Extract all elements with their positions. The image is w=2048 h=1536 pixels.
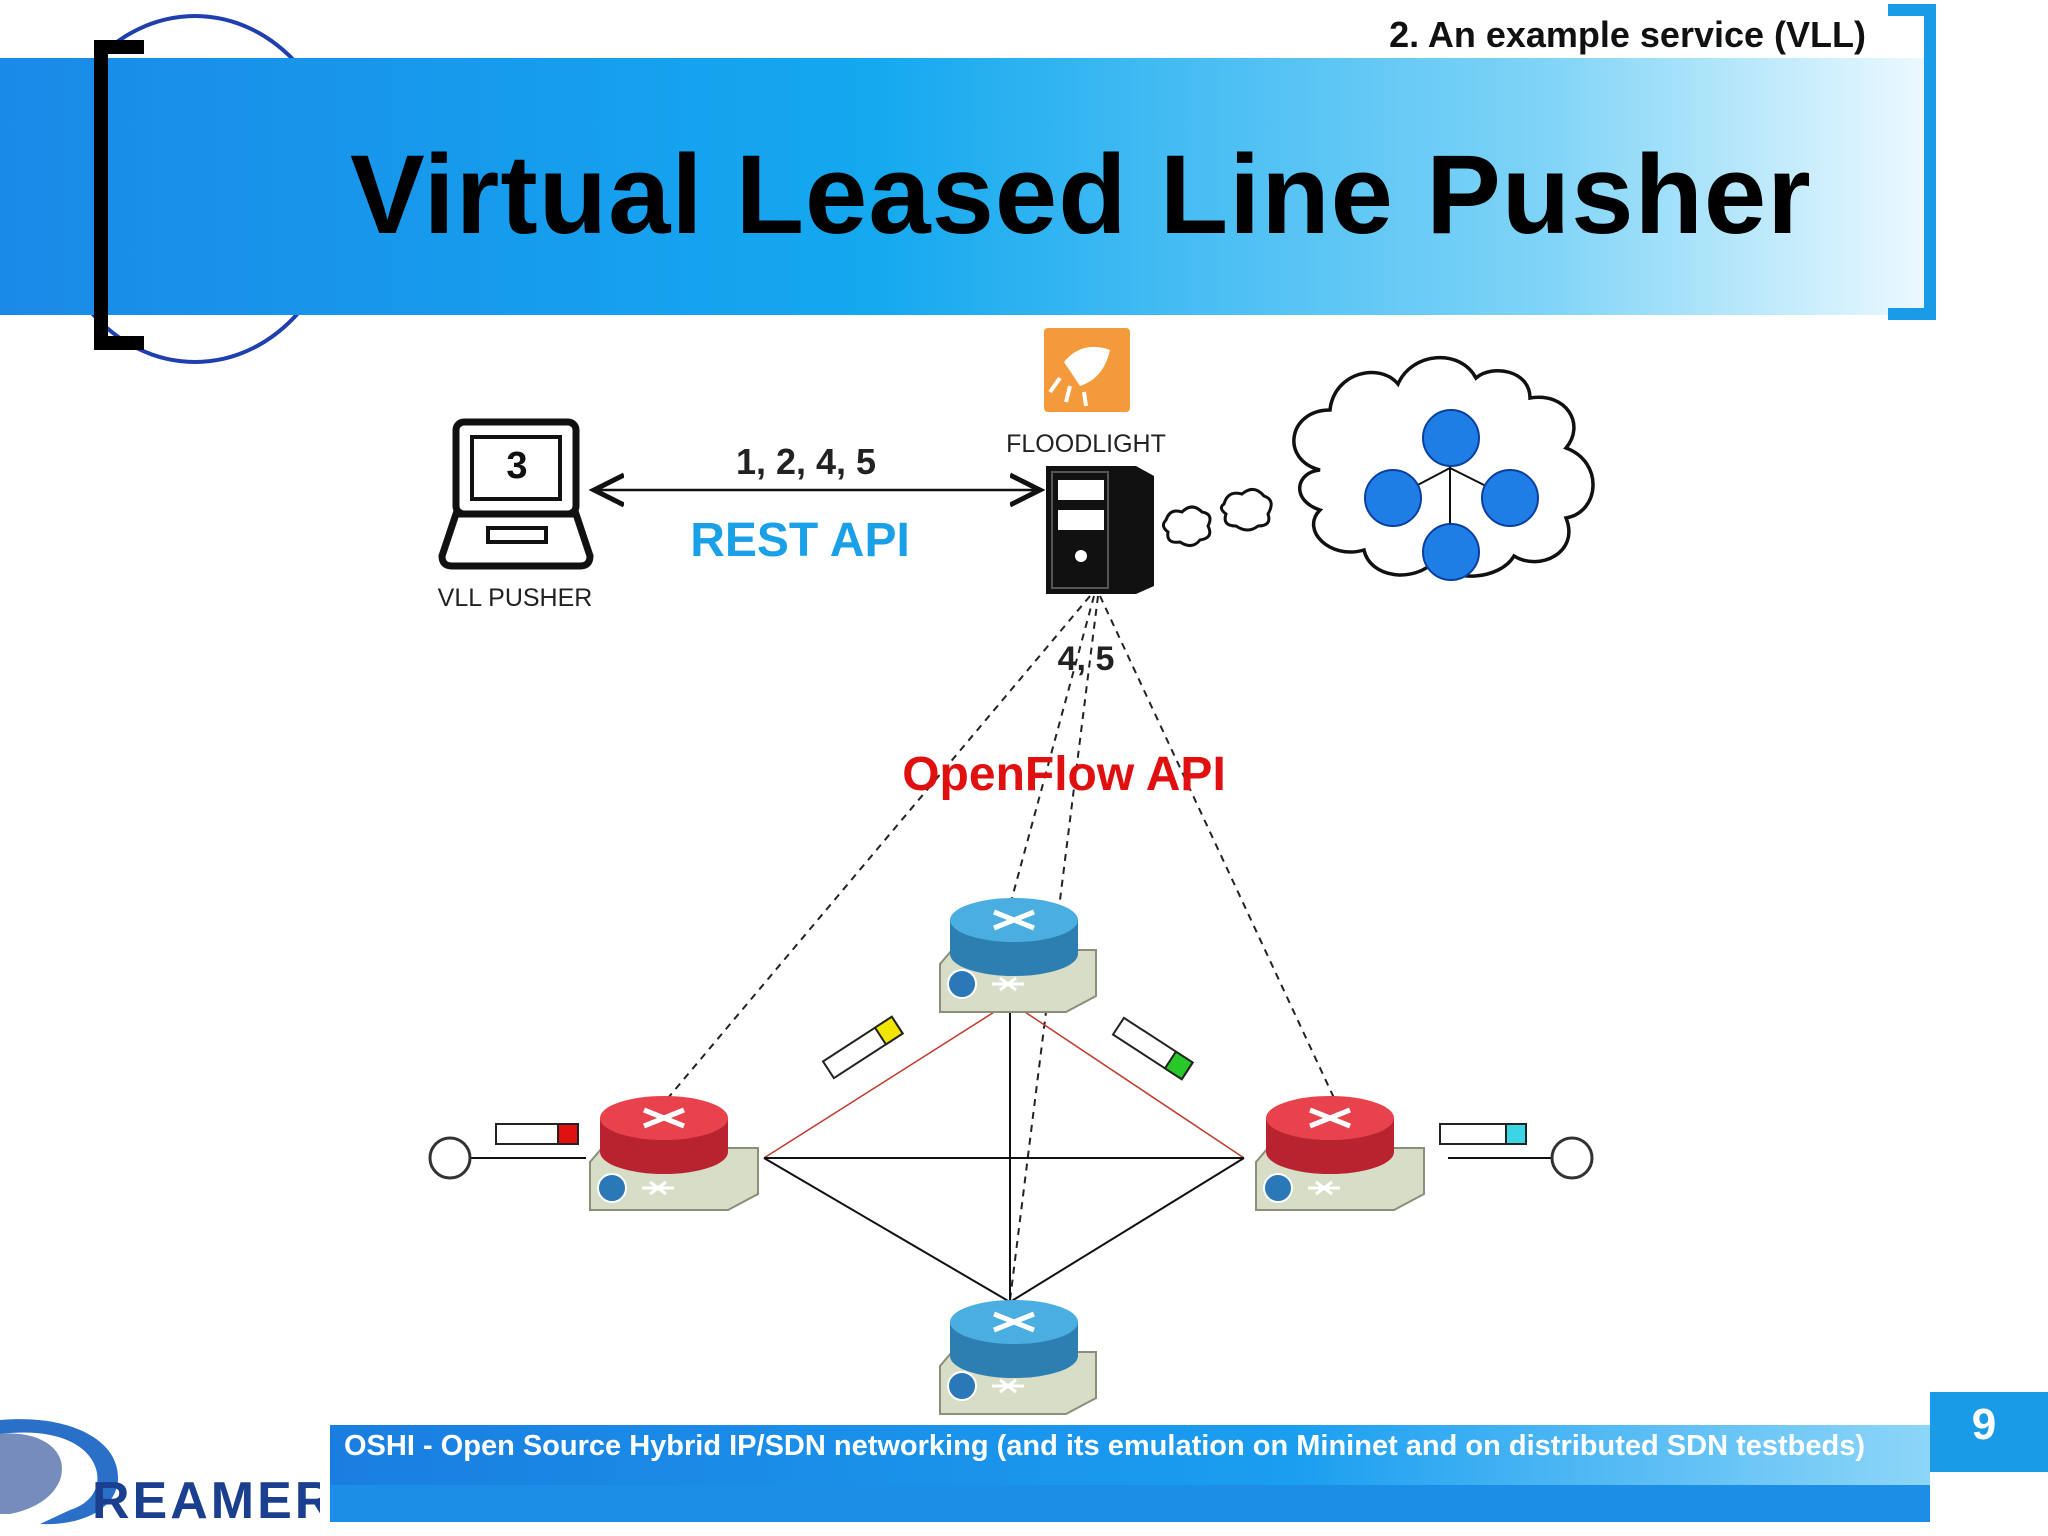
right-bracket-decoration — [1888, 4, 1936, 320]
laptop-screen-number: 3 — [506, 445, 527, 487]
data-plane-links — [466, 1001, 1554, 1303]
flow-entry-top-left-icon — [821, 1015, 905, 1080]
switch-right-edge-icon — [1255, 1096, 1425, 1211]
switch-bottom-icon — [939, 1300, 1097, 1415]
dreamer-logo-icon: REAMER — [0, 1419, 320, 1530]
section-label: 2. An example service (VLL) — [1389, 14, 1866, 55]
logo-text: REAMER — [92, 1472, 320, 1530]
footer-bar — [330, 1425, 1930, 1485]
vll-pusher-label: VLL PUSHER — [438, 584, 593, 612]
thought-bubbles — [1161, 488, 1273, 547]
laptop-icon — [438, 418, 594, 570]
slide-title: Virtual Leased Line Pusher — [350, 132, 1812, 257]
left-host-node — [428, 1136, 472, 1180]
rest-api-label: REST API — [690, 514, 910, 567]
flow-entry-top-right-icon — [1111, 1016, 1195, 1081]
floodlight-label: FLOODLIGHT — [1006, 430, 1166, 458]
switch-left-edge-icon — [589, 1096, 759, 1211]
openflow-steps-label: 4, 5 — [1058, 640, 1115, 678]
switch-top-icon — [939, 898, 1097, 1013]
server-icon — [1046, 466, 1154, 594]
right-host-node — [1550, 1136, 1594, 1180]
page-number-box — [1930, 1392, 2048, 1472]
network-cloud-icon — [1292, 355, 1595, 581]
page-number: 9 — [1971, 1400, 1997, 1449]
floodlight-logo-icon — [1044, 328, 1130, 412]
flow-entry-left-icon — [495, 1123, 579, 1145]
rest-steps-label: 1, 2, 4, 5 — [736, 441, 876, 482]
flow-entry-right-icon — [1439, 1123, 1527, 1145]
header-band — [0, 58, 1933, 315]
openflow-api-label: OpenFlow API — [902, 748, 1226, 801]
left-bracket-decoration — [94, 40, 144, 350]
footer-text: OSHI - Open Source Hybrid IP/SDN network… — [344, 1430, 1865, 1462]
